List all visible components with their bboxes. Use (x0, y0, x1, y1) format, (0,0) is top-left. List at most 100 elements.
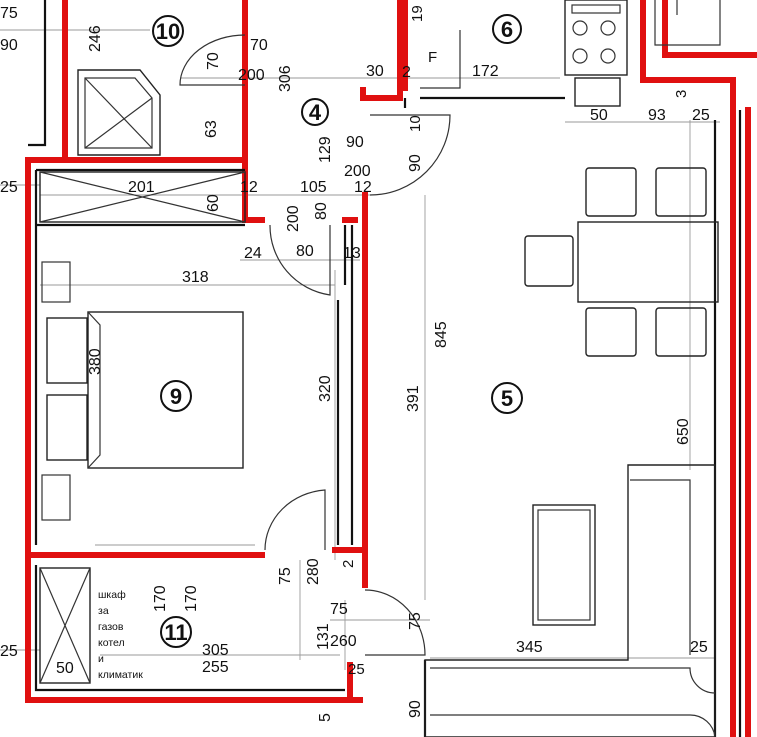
svg-text:климатик: климатик (98, 669, 143, 681)
dim-391: 391 (405, 385, 422, 412)
dim-280: 280 (305, 558, 322, 585)
dim-246: 246 (87, 25, 104, 52)
chair-2 (655, 167, 707, 217)
wall-right-inner (662, 0, 757, 58)
room-11-label: 11 (160, 616, 192, 648)
door-room10 (179, 34, 246, 86)
dim-172: 172 (472, 63, 499, 80)
dim-200-vert: 200 (285, 205, 302, 232)
nightstand-top (41, 261, 71, 303)
chair-1 (585, 167, 637, 217)
dim-320: 320 (317, 375, 334, 402)
dim-30: 30 (366, 63, 384, 80)
dim-70-left: 70 (205, 52, 222, 70)
stove-base (574, 77, 621, 107)
dim-25-left-lower: 25 (0, 643, 18, 660)
wall-room6-left (360, 0, 403, 101)
shower-tray (77, 69, 161, 156)
fridge-mark: F (428, 49, 437, 66)
dim-12-a: 12 (240, 179, 258, 196)
room-labels: 10 6 4 9 5 11 (152, 14, 523, 648)
door-hall-room5 (369, 114, 451, 196)
svg-text:котел: котел (98, 637, 125, 649)
dim-93: 93 (648, 107, 666, 124)
dim-200-top: 200 (238, 67, 265, 84)
wall-bedroom-left (25, 157, 363, 703)
sofa (424, 464, 716, 737)
dim-50-closet: 50 (56, 660, 74, 677)
dim-380: 380 (87, 348, 104, 375)
dim-255: 255 (202, 659, 229, 676)
dim-10: 10 (407, 115, 424, 132)
dim-12-b: 12 (354, 179, 372, 196)
dim-170-a: 170 (152, 585, 169, 612)
closet-note: шкаф за газов котел и климатик (98, 589, 143, 681)
dim-24: 24 (244, 245, 262, 262)
dim-90-door: 90 (407, 154, 424, 172)
dim-845: 845 (433, 321, 450, 348)
chair-4 (655, 307, 707, 357)
burner-4 (600, 48, 616, 64)
dim-105: 105 (300, 179, 327, 196)
svg-text:5: 5 (501, 386, 513, 411)
room-5-label: 5 (491, 382, 523, 414)
svg-text:11: 11 (164, 620, 187, 645)
svg-text:и: и (98, 653, 104, 665)
room-9-label: 9 (160, 380, 192, 412)
furniture (39, 0, 719, 737)
svg-text:шкаф: шкаф (98, 589, 126, 601)
svg-text:газов: газов (98, 621, 124, 633)
dim-345: 345 (516, 639, 543, 656)
room-6-label: 6 (492, 14, 522, 44)
dim-305: 305 (202, 642, 229, 659)
boiler-cabinet (39, 567, 91, 684)
room-10-label: 10 (152, 15, 184, 47)
dim-75-mid: 75 (277, 567, 294, 585)
svg-text:4: 4 (309, 100, 322, 125)
dim-3: 3 (673, 90, 690, 98)
dim-75-edge: 75 (0, 5, 18, 22)
dim-90-mid: 90 (346, 134, 364, 151)
dim-25-lower-right: 25 (690, 639, 708, 656)
burner-3 (572, 48, 588, 64)
dim-200-mid: 200 (344, 163, 371, 180)
svg-text:9: 9 (170, 384, 182, 409)
dining-table (577, 221, 719, 303)
stove (564, 0, 628, 76)
dim-25-left: 25 (0, 179, 18, 196)
dim-90-bottom: 90 (407, 700, 424, 718)
wall-right-corner (640, 0, 736, 737)
room-4-label: 4 (301, 98, 329, 126)
bed-pillow-top (46, 317, 88, 384)
dim-90-edge: 90 (0, 37, 18, 54)
dimension-lines (0, 29, 720, 670)
dim-63: 63 (203, 120, 220, 138)
dim-2-mid: 2 (340, 560, 357, 568)
doors (179, 34, 451, 656)
door-hall-lower (364, 589, 426, 656)
dim-75-lower: 75 (330, 601, 348, 618)
dim-19: 19 (409, 5, 426, 22)
dim-306: 306 (277, 65, 294, 92)
dim-318: 318 (182, 269, 209, 286)
svg-text:10: 10 (156, 19, 180, 44)
dim-129: 129 (317, 136, 334, 163)
chair-5 (524, 235, 574, 287)
burner-1 (572, 20, 588, 36)
door-bedroom-lower (264, 489, 326, 551)
dim-13: 13 (343, 245, 361, 262)
coffee-table (532, 504, 596, 626)
dim-75-door-lower: 75 (407, 612, 424, 630)
dim-70-top: 70 (250, 37, 268, 54)
dim-60: 60 (205, 194, 222, 212)
dim-170-b: 170 (183, 585, 200, 612)
door-bedroom (269, 224, 331, 296)
bed-pillow-bottom (46, 394, 88, 461)
black-walls (28, 0, 742, 737)
dim-5-bottom: 5 (317, 713, 334, 722)
bed (87, 311, 244, 469)
dim-80-horiz: 80 (296, 243, 314, 260)
svg-text:6: 6 (501, 17, 513, 42)
dim-650: 650 (675, 418, 692, 445)
